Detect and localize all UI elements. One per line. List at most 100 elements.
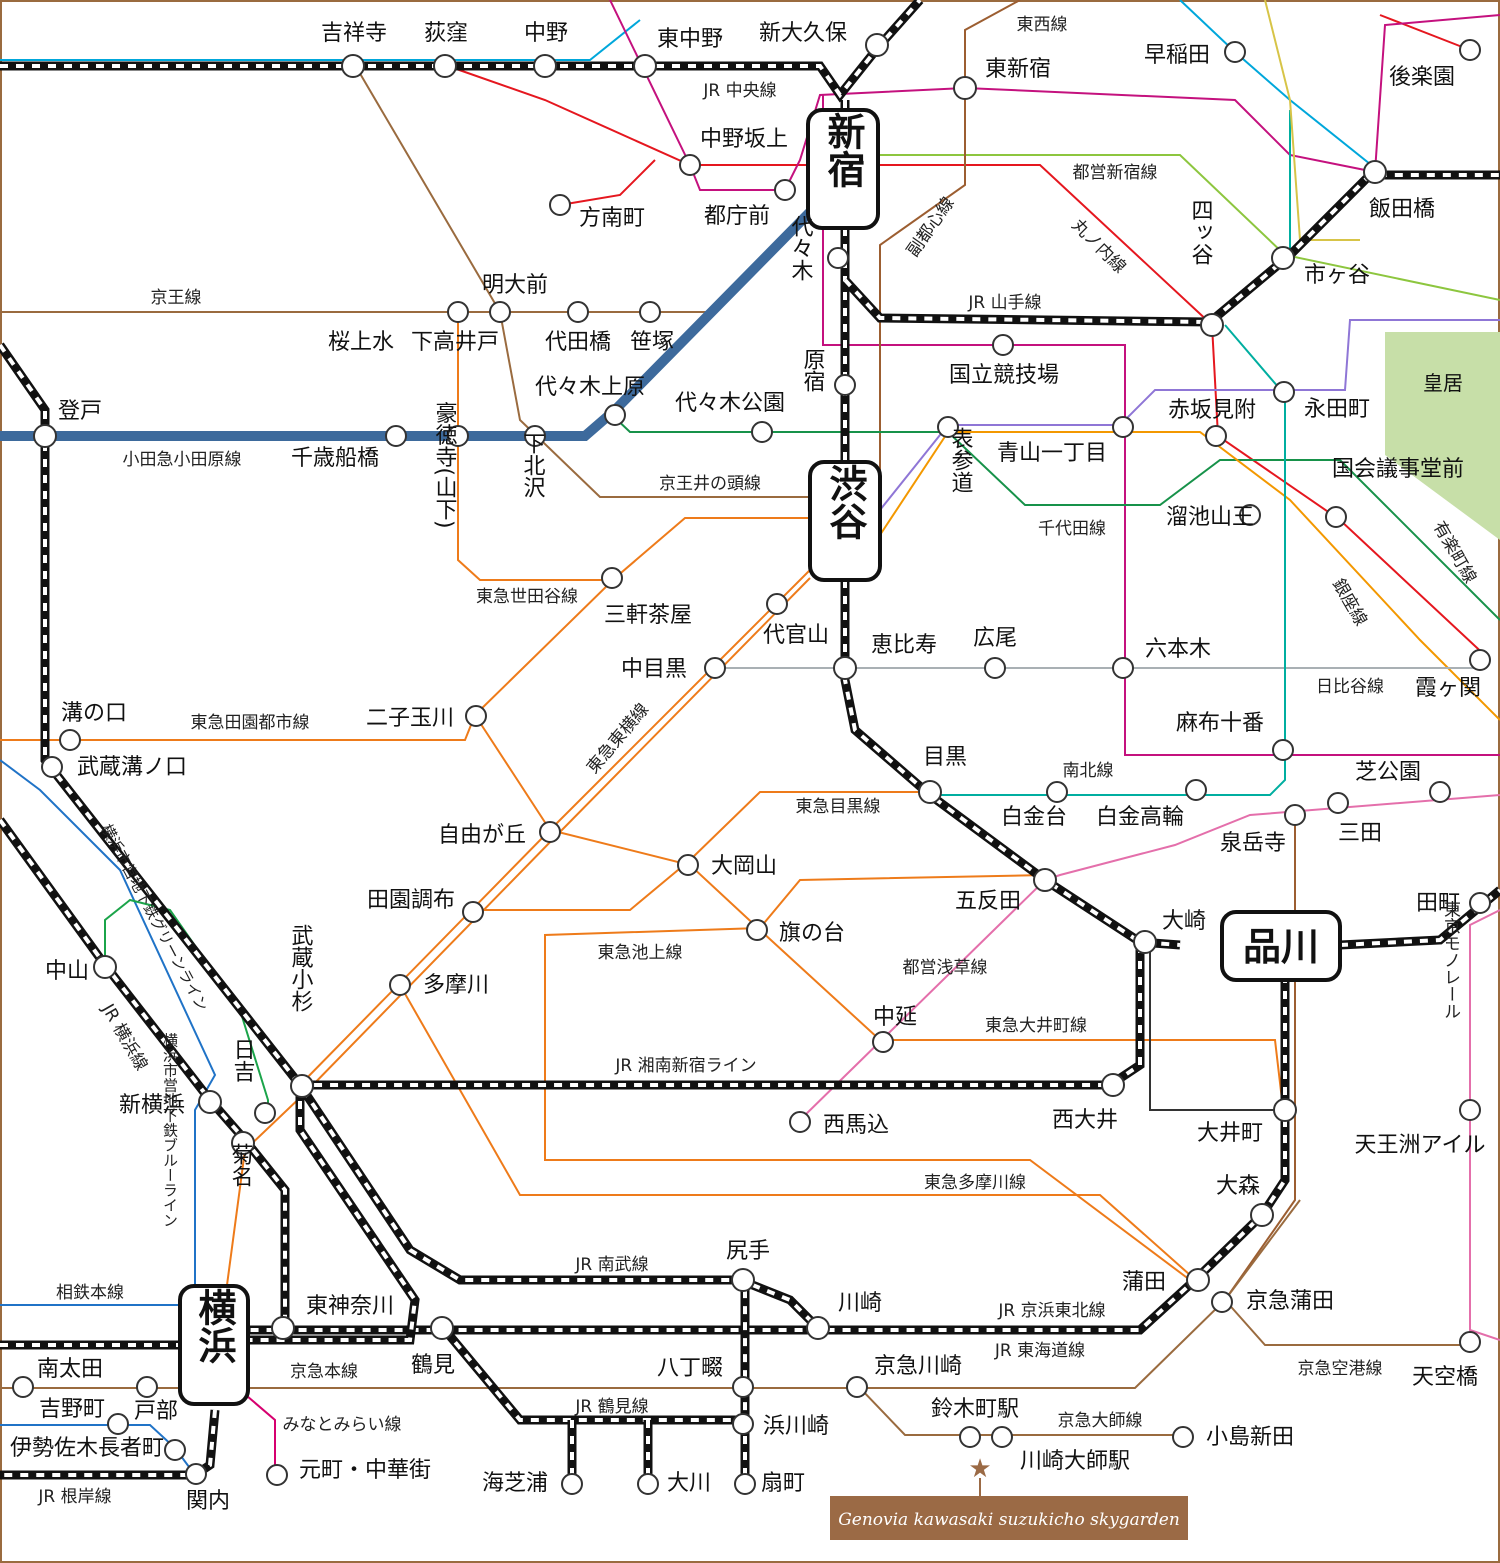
station-label: 天空橋 — [1412, 1365, 1478, 1390]
station-label: 新横浜 — [119, 1093, 185, 1118]
station-label: 三田 — [1338, 821, 1382, 846]
station-label: 溜池山王 — [1166, 505, 1254, 530]
line-label: 南北線 — [1063, 761, 1114, 781]
hub-label: 渋谷 — [823, 464, 867, 540]
station-label: 表参道 — [948, 427, 974, 493]
station-label: 元町・中華街 — [299, 1458, 431, 1483]
station-label: 関内 — [186, 1489, 230, 1514]
station-label: 白金台 — [1001, 805, 1067, 830]
station-label: 明大前 — [482, 273, 548, 298]
destination-star-icon: ★ — [968, 1454, 991, 1484]
station-label: 市ヶ谷 — [1304, 263, 1370, 288]
station-label: 代田橋 — [545, 330, 611, 355]
line-label: JR 南武線 — [574, 1255, 648, 1275]
station-label: 笹塚 — [630, 330, 674, 355]
line-label: 京急大師線 — [1058, 1411, 1143, 1431]
station-label: 大崎 — [1162, 909, 1206, 934]
station-label: 代官山 — [763, 623, 829, 648]
hub-label: 新宿 — [821, 112, 865, 188]
line-label: みなとみらい線 — [283, 1415, 402, 1435]
station-label: 中延 — [873, 1005, 917, 1030]
station-label: 川崎大師駅 — [1020, 1449, 1130, 1474]
line-label: JR 鶴見線 — [574, 1397, 648, 1417]
station-markers — [12, 33, 1491, 1495]
station-label: 中野坂上 — [700, 127, 788, 152]
station-label: 青山一丁目 — [997, 441, 1107, 466]
station-label: 菊名 — [228, 1143, 254, 1187]
imperial-palace-area — [1385, 332, 1500, 540]
jr-lines — [0, 0, 1500, 1480]
line-label: 東急東横線 — [583, 700, 653, 778]
station-label: 溝の口 — [61, 701, 127, 726]
hub-shibuya[interactable]: 渋谷 — [808, 460, 882, 582]
line-label: 東急田園都市線 — [191, 713, 310, 733]
line-label: 京王井の頭線 — [659, 474, 761, 494]
station-label: 大森 — [1216, 1174, 1260, 1199]
station-label: 下高井戸 — [411, 330, 499, 355]
station-label: 扇町 — [761, 1471, 805, 1496]
station-label: 国立競技場 — [949, 363, 1059, 388]
line-label: 銀座線 — [1328, 575, 1371, 629]
station-label: 荻窪 — [424, 21, 468, 46]
line-label: 東西線 — [1017, 15, 1068, 35]
line-label: 千代田線 — [1038, 519, 1106, 539]
station-label: 京急蒲田 — [1246, 1289, 1334, 1314]
station-label: 武蔵小杉 — [288, 924, 314, 1012]
hub-shinagawa[interactable]: 品川 — [1220, 910, 1342, 982]
imperial-palace-label: 皇居 — [1423, 371, 1463, 395]
station-label: 桜上水 — [328, 330, 394, 355]
station-label: 大岡山 — [711, 854, 777, 879]
station-label: 登戸 — [58, 399, 102, 424]
station-label: 吉祥寺 — [321, 21, 387, 46]
station-label: 広尾 — [973, 626, 1017, 651]
station-label: 小島新田 — [1206, 1425, 1294, 1450]
station-label: 西馬込 — [823, 1113, 889, 1138]
line-label: 都営浅草線 — [903, 958, 988, 978]
station-label: 麻布十番 — [1176, 711, 1264, 736]
station-label: 中目黒 — [621, 657, 687, 682]
hub-yokohama[interactable]: 横浜 — [178, 1284, 250, 1406]
station-label: 三軒茶屋 — [604, 603, 692, 628]
station-label: 天王洲アイル — [1355, 1133, 1486, 1158]
station-label: 旗の台 — [779, 921, 845, 946]
station-label: 五反田 — [955, 889, 1021, 914]
line-label: JR 山手線 — [967, 293, 1041, 313]
hub-label: 横浜 — [192, 1288, 236, 1364]
property-banner[interactable]: Genovia kawasaki suzukicho skygarden — [830, 1496, 1188, 1540]
line-label: 京急本線 — [290, 1362, 358, 1382]
station-label: 自由が丘 — [438, 823, 526, 848]
line-label: JR 根岸線 — [37, 1487, 111, 1507]
station-label: 代々木 — [788, 215, 814, 281]
station-label: 京急川崎 — [874, 1354, 962, 1379]
station-label: 四ッ谷 — [1188, 199, 1214, 265]
station-label: 原宿 — [800, 348, 826, 392]
station-label: 二子玉川 — [366, 706, 454, 731]
station-label: 蒲田 — [1122, 1270, 1166, 1295]
station-label: 大井町 — [1197, 1121, 1263, 1146]
station-label: 中野 — [524, 21, 568, 46]
station-label: 大川 — [667, 1471, 711, 1496]
station-label: 鶴見 — [411, 1353, 455, 1378]
station-label: 代々木公園 — [675, 391, 785, 416]
line-label: 京急空港線 — [1298, 1359, 1383, 1379]
station-labels: 吉祥寺 荻窪 中野 東中野 新大久保 東新宿 早稲田 後楽園 中野坂上 方南町 … — [10, 21, 1485, 1514]
station-label: 八丁畷 — [657, 1356, 723, 1381]
line-label: 東急世田谷線 — [476, 587, 578, 607]
station-label: 千歳船橋 — [291, 446, 379, 471]
station-label: 新大久保 — [759, 21, 847, 46]
station-label: 国会議事堂前 — [1332, 457, 1464, 482]
station-label: 日吉 — [230, 1038, 255, 1082]
line-label: 丸ノ内線 — [1067, 215, 1129, 277]
station-label: 恵比寿 — [871, 633, 937, 658]
station-label: 田園調布 — [367, 888, 455, 913]
station-label: 田町 — [1416, 891, 1460, 916]
line-label: JR 東海道線 — [994, 1341, 1085, 1361]
station-label: 海芝浦 — [482, 1471, 548, 1496]
line-label: 有楽町線 — [1429, 518, 1480, 587]
line-label: 都営新宿線 — [1073, 163, 1158, 183]
line-label: 東急大井町線 — [985, 1016, 1087, 1036]
station-label: 永田町 — [1304, 397, 1370, 422]
line-label: 東京モノレール — [1440, 900, 1461, 1019]
line-label: 副都心線 — [903, 194, 958, 261]
hub-shinjuku[interactable]: 新宿 — [806, 108, 880, 230]
